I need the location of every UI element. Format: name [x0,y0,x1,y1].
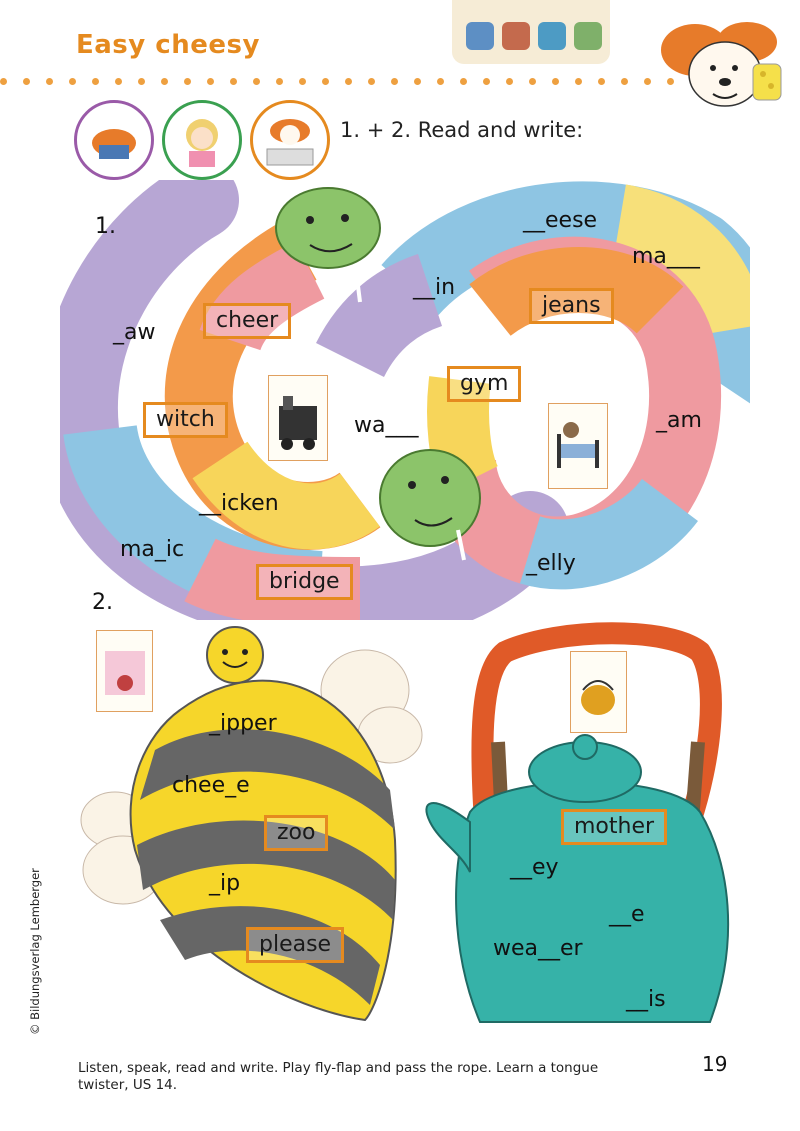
divider-dot [621,78,628,85]
snake-word-icken: __icken [199,491,279,516]
reading-list-icon [502,22,530,50]
divider-dot [483,78,490,85]
divider-dot [23,78,30,85]
divider-dot [368,78,375,85]
snake-word-wa: wa___ [354,413,419,438]
kettle-picture-card [570,651,627,733]
divider-dot [529,78,536,85]
divider-dot [598,78,605,85]
snake-word-eese: __eese [523,208,598,233]
copyright-notice: © Bildungsverlag Lemberger [28,868,42,1035]
divider-dot [230,78,237,85]
writing-pencil-icon [538,22,566,50]
kettle-word-ey: __ey [510,855,559,880]
bee-word-ipper: _ipper [209,711,277,736]
kettle-word-weather: wea__er [493,936,583,961]
snake-illustration [60,180,750,620]
divider-dot [207,78,214,85]
divider-dot [138,78,145,85]
footer-instructions: Listen, speak, read and write. Play fly-… [78,1060,599,1093]
divider-dot [69,78,76,85]
exercise-2-number: 2. [92,590,113,615]
illustration-dog-reading [74,100,154,180]
bed-picture-card [548,403,608,489]
train-picture-card [268,375,328,461]
divider-dot [276,78,283,85]
divider-dot [115,78,122,85]
bee-word-zoo-boxed: zoo [264,815,329,851]
bee-word-ip: _ip [209,871,241,896]
snake-word-ma: ma___ [632,244,700,269]
snake-word-witch-boxed: witch [143,402,228,438]
divider-dot [184,78,191,85]
divider-dot [299,78,306,85]
bee-illustration [80,626,423,1022]
divider-dot [322,78,329,85]
divider-dot [552,78,559,85]
snake-word-bridge-boxed: bridge [256,564,353,600]
snake-word-jeans-boxed: jeans [529,288,614,324]
instruction-text: 1. + 2. Read and write: [340,118,584,142]
divider-dot [46,78,53,85]
snake-word-cheer-boxed: cheer [203,303,292,339]
divider-dot [345,78,352,85]
illustration-girl-writing [162,100,242,180]
book-icon [574,22,602,50]
divider-dot [575,78,582,85]
tv-picture-card [96,630,153,712]
dotted-divider [0,70,690,85]
divider-dot [253,78,260,85]
page-number: 19 [702,1052,728,1076]
kettle-word-e: __e [609,902,645,927]
bee-word-please-boxed: please [246,927,345,963]
divider-dot [460,78,467,85]
snake-word-gym-boxed: gym [447,366,522,402]
snake-word-am: _am [656,408,702,433]
divider-dot [0,78,7,85]
page-title: Easy cheesy [76,30,260,60]
divider-dot [414,78,421,85]
snake-word-elly: _elly [526,551,576,576]
kettle-word-mother-boxed: mother [561,809,668,845]
bee-word-cheese: chee_e [172,773,250,798]
divider-dot [437,78,444,85]
grammar-card-icon [466,22,494,50]
snake-word-magic: ma_ic [120,537,185,562]
exercise-1-number: 1. [95,214,116,239]
divider-dot [161,78,168,85]
divider-dot [391,78,398,85]
illustration-dog-cards [250,100,330,180]
divider-dot [644,78,651,85]
divider-dot [506,78,513,85]
dog-mascot-illustration [661,22,782,107]
activity-icon-bar [452,0,610,64]
snake-word-aw: _aw [113,320,156,345]
kettle-word-is: __is [626,987,666,1012]
divider-dot [667,78,674,85]
divider-dot [92,78,99,85]
snake-word-in: __in [413,275,456,300]
